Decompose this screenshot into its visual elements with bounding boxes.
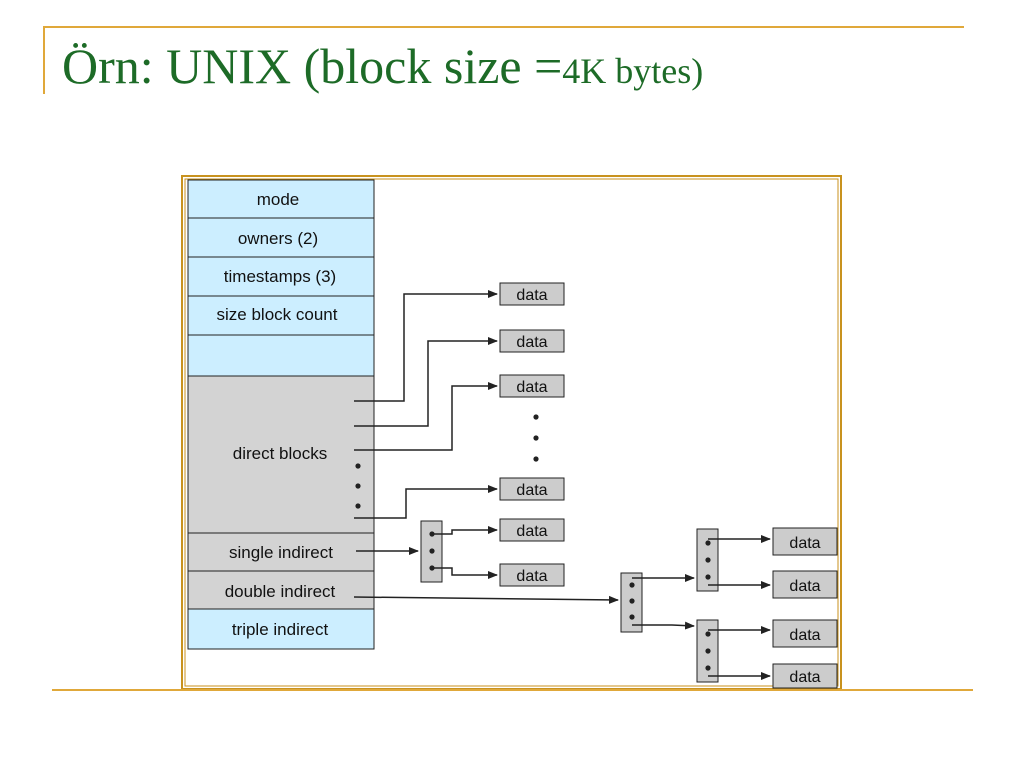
double-data-block-3: data <box>772 619 838 648</box>
direct-data-block-1-label: data <box>516 287 547 304</box>
title-accent-bar <box>43 26 45 94</box>
inode-row-size-block-count <box>187 295 375 336</box>
inode-label-timestamps: timestamps (3) <box>224 267 336 286</box>
data-ellipsis-dot-2 <box>533 435 539 441</box>
inode-row-mode <box>187 179 375 219</box>
direct-data-block-2-label: data <box>516 334 547 351</box>
direct-ellipsis-dot-2 <box>355 483 361 489</box>
inode-row-owners <box>187 217 375 258</box>
data-ellipsis-dot-1 <box>533 414 539 420</box>
direct-ellipsis-dot-3 <box>355 503 361 509</box>
double-data-block-4-label: data <box>789 669 820 686</box>
bottom-rule <box>52 689 973 691</box>
double-indirect-arrow-b <box>632 621 695 630</box>
figure-frame-inner <box>184 178 839 687</box>
second-level-block-2 <box>696 619 719 683</box>
single-data-block-2-label: data <box>516 568 547 585</box>
inode-row-single-indirect <box>187 532 375 572</box>
top-rule <box>43 26 964 28</box>
double-indirect-block <box>620 572 643 633</box>
inode-label-size-block-count: size block count <box>217 305 338 324</box>
single-indirect-arrow-a <box>432 526 498 535</box>
direct-data-block-n: data <box>499 477 565 501</box>
double-data-block-1: data <box>772 527 838 556</box>
inode-label-triple-indirect: triple indirect <box>232 620 329 639</box>
direct-arrow-3 <box>374 382 498 451</box>
direct-data-block-3-label: data <box>516 379 547 396</box>
direct-data-block-n-label: data <box>516 482 547 499</box>
second-level-block-1 <box>696 528 719 592</box>
data-ellipsis-dot-3 <box>533 456 539 462</box>
double-data-block-4: data <box>772 663 838 689</box>
direct-data-block-3: data <box>499 374 565 398</box>
direct-arrow-1 <box>374 290 498 402</box>
double-data-block-1-label: data <box>789 535 820 552</box>
inode-row-timestamps <box>187 256 375 297</box>
inode-label-owners: owners (2) <box>238 229 318 248</box>
single-data-block-1: data <box>499 518 565 542</box>
single-data-block-1-label: data <box>516 523 547 540</box>
inode-row-triple-indirect <box>187 608 375 650</box>
single-indirect-arrow-b <box>432 567 498 579</box>
direct-arrow-n <box>374 485 498 519</box>
direct-data-block-2: data <box>499 329 565 353</box>
inode-label-single-indirect: single indirect <box>229 543 333 562</box>
inode-table: mode owners (2) timestamps (3) size bloc… <box>187 179 375 650</box>
double-data-block-2-label: data <box>789 578 820 595</box>
inode-label-direct-blocks: direct blocks <box>233 444 327 463</box>
title-main: Örn: UNIX (block size = <box>62 38 563 94</box>
inode-row-empty <box>187 334 375 377</box>
double-data-block-3-label: data <box>789 627 820 644</box>
direct-data-block-1: data <box>499 282 565 306</box>
direct-arrow-2 <box>374 337 498 427</box>
title-small: 4K bytes) <box>562 51 704 91</box>
double-data-block-2: data <box>772 570 838 599</box>
single-indirect-block <box>420 520 443 583</box>
inode-label-mode: mode <box>257 190 300 209</box>
single-data-block-2: data <box>499 563 565 587</box>
inode-row-double-indirect <box>187 570 375 610</box>
inode-label-double-indirect: double indirect <box>225 582 336 601</box>
direct-ellipsis-dot-1 <box>355 463 361 469</box>
slide-title: Örn: UNIX (block size =4K bytes) <box>62 36 703 96</box>
double-indirect-arrow <box>353 595 619 604</box>
inode-row-direct-blocks <box>187 375 375 534</box>
